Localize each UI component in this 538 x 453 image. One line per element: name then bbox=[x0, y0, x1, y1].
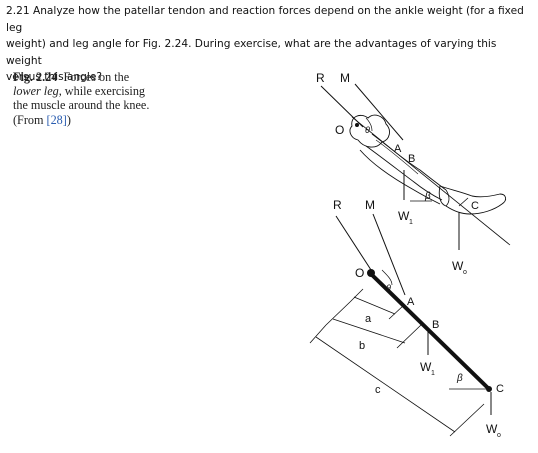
bottom-C-marker bbox=[486, 386, 492, 392]
top-label-Wo-sub: o bbox=[463, 269, 467, 276]
bottom-label-W1: W bbox=[420, 360, 432, 374]
question-text: 2.21 Analyze how the patellar tendon and… bbox=[6, 3, 534, 86]
top-leg-diagram: R M O θ A B β C W 1 W o bbox=[316, 71, 511, 276]
bottom-schematic-diagram: R M O θ A B a b c W 1 β C W o bbox=[309, 198, 504, 439]
top-M-arrow bbox=[354, 83, 404, 141]
bottom-M-arrow bbox=[372, 213, 406, 296]
top-fibula-outline bbox=[365, 145, 443, 201]
top-label-O: O bbox=[335, 123, 344, 137]
caption-line-3: the muscle around the knee. bbox=[13, 98, 150, 113]
bottom-label-b: b bbox=[359, 340, 365, 352]
bottom-label-R: R bbox=[333, 198, 342, 212]
question-line-3: versus this angle? bbox=[6, 71, 102, 83]
caption-line-1: Forces on the bbox=[63, 70, 130, 84]
question-line-1: 2.21 Analyze how the patellar tendon and… bbox=[6, 5, 524, 34]
bottom-label-Wo-sub: o bbox=[497, 432, 501, 439]
caption-line-2: , while exercising bbox=[58, 84, 146, 99]
caption-ref-suffix: ) bbox=[66, 112, 71, 127]
figure-label: Fig. 2.24 bbox=[13, 70, 58, 84]
top-C-marker bbox=[458, 197, 469, 207]
bottom-label-Wo: W bbox=[486, 422, 498, 436]
top-ankle-line bbox=[445, 189, 450, 207]
top-shin-inner bbox=[375, 139, 419, 175]
bottom-theta-arc bbox=[381, 269, 393, 286]
bottom-dimension-a bbox=[349, 288, 405, 320]
top-leg-axis bbox=[351, 116, 511, 246]
bottom-dimension-c bbox=[309, 324, 485, 437]
top-knee-outline bbox=[349, 114, 390, 148]
top-label-theta: θ bbox=[365, 125, 370, 135]
bottom-label-O: O bbox=[355, 266, 364, 280]
bottom-label-beta: β bbox=[456, 373, 463, 384]
top-label-Wo: W bbox=[452, 259, 464, 273]
bottom-label-W1-sub: 1 bbox=[431, 370, 435, 377]
caption-italic: lower leg bbox=[13, 84, 59, 99]
top-label-W1-sub: 1 bbox=[409, 219, 413, 226]
figure-caption: Fig. 2.24 Forces on the lower leg, while… bbox=[13, 70, 173, 127]
bottom-pivot-O-marker bbox=[367, 269, 375, 277]
bottom-R-arrow bbox=[335, 215, 374, 274]
question-line-2: weight) and leg angle for Fig. 2.24. Dur… bbox=[6, 38, 497, 67]
bottom-label-A: A bbox=[407, 296, 415, 308]
bottom-label-C: C bbox=[496, 383, 504, 395]
bottom-leg-bar bbox=[368, 271, 492, 392]
top-label-A: A bbox=[394, 143, 402, 155]
bottom-dimension-b bbox=[325, 301, 422, 349]
bottom-label-theta: θ bbox=[386, 283, 391, 293]
top-label-beta: β bbox=[424, 191, 431, 202]
bottom-label-c: c bbox=[375, 384, 381, 396]
top-label-C: C bbox=[471, 200, 479, 212]
top-label-B: B bbox=[408, 153, 415, 165]
caption-ref-prefix: (From bbox=[13, 112, 47, 127]
top-label-M: M bbox=[340, 71, 350, 85]
bottom-label-a: a bbox=[365, 313, 372, 325]
top-theta-arc bbox=[365, 117, 373, 132]
top-calf-outline bbox=[359, 149, 441, 205]
top-label-R: R bbox=[316, 71, 325, 85]
top-tibia-outline bbox=[371, 133, 447, 191]
top-label-W1: W bbox=[398, 209, 410, 223]
caption-reference-link[interactable]: [28] bbox=[46, 112, 67, 127]
bottom-label-M: M bbox=[365, 198, 375, 212]
top-pivot-O-marker bbox=[355, 123, 359, 127]
bottom-label-B: B bbox=[432, 319, 439, 331]
top-R-arrow bbox=[320, 85, 364, 128]
